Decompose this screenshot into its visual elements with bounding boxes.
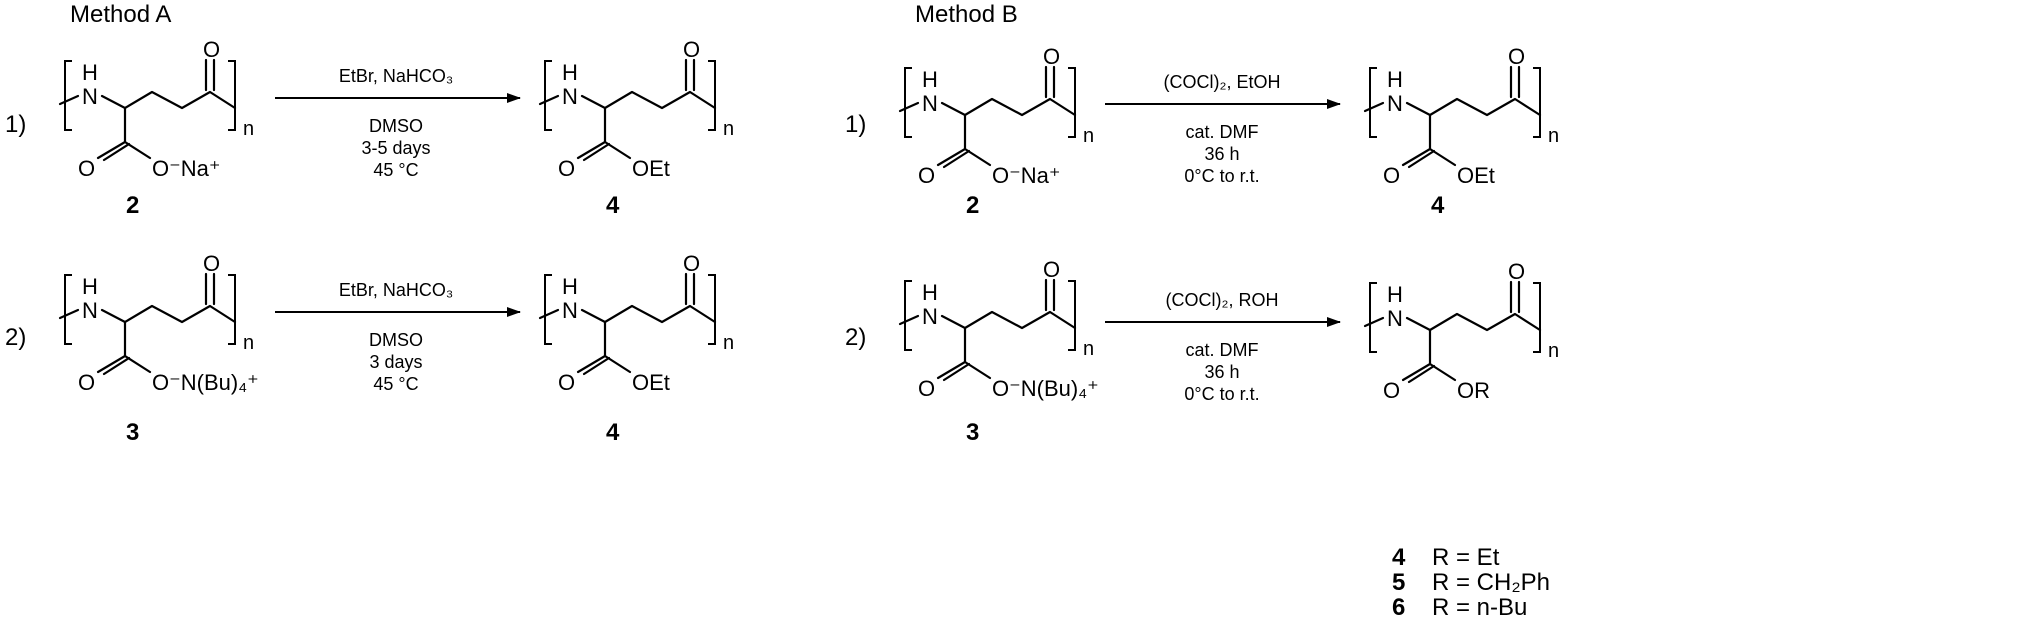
method-b-title: Method B: [915, 1, 1018, 28]
repeat-n-label: n: [1083, 125, 1094, 147]
solvent-a2: DMSO: [369, 330, 423, 350]
time-a2: 3 days: [369, 352, 422, 372]
catalyst-b2: cat. DMF: [1185, 340, 1258, 360]
ester-label: OEt: [632, 370, 670, 395]
compound-label-b1-prod: 4: [1431, 192, 1445, 219]
method-a-title: Method A: [70, 1, 171, 28]
h-label: H: [562, 274, 578, 299]
time-b1: 36 h: [1204, 144, 1239, 164]
repeat-n-label: n: [1548, 125, 1559, 147]
reagents-b2: (COCl)₂, ROH: [1166, 290, 1279, 310]
repeat-n-label: n: [723, 332, 734, 354]
acid-o-label: O: [918, 163, 935, 188]
row-label-b1: 1): [845, 111, 866, 138]
product-num: 6: [1392, 594, 1405, 621]
structure-a2-prod: H N O n O OEt: [538, 251, 734, 395]
carbonyl-o-label: O: [203, 251, 220, 276]
row-label-a2: 2): [5, 324, 26, 351]
salt-label: O⁻N(Bu)₄⁺: [992, 376, 1099, 401]
repeat-n-label: n: [723, 118, 734, 140]
salt-label: O⁻Na⁺: [152, 156, 220, 181]
repeat-n-label: n: [1083, 338, 1094, 360]
n-label: N: [1387, 91, 1403, 116]
structure-b1-sm: H N O n O O⁻Na⁺: [898, 44, 1094, 188]
h-label: H: [82, 60, 98, 85]
reagents-a1: EtBr, NaHCO₃: [339, 66, 453, 86]
acid-o-label: O: [918, 376, 935, 401]
acid-o-label: O: [78, 370, 95, 395]
structure-a2-sm: H N O n O O⁻N(Bu)₄⁺: [58, 251, 259, 395]
carbonyl-o-label: O: [1508, 44, 1525, 69]
acid-o-label: O: [1383, 163, 1400, 188]
time-a1: 3-5 days: [361, 138, 430, 158]
temp-a2: 45 °C: [373, 374, 418, 394]
product-list-b2: 4 R = Et 5 R = CH₂Ph 6 R = n-Bu: [1392, 544, 1550, 621]
structure-b2-prod: H N O n O OR: [1363, 259, 1559, 403]
structure-a1-sm: H N O n O O⁻Na⁺: [58, 37, 254, 181]
compound-label-a1-sm: 2: [126, 192, 139, 219]
carbonyl-o-label: O: [1043, 44, 1060, 69]
product-r: R = n-Bu: [1432, 594, 1527, 621]
ester-label: OR: [1457, 378, 1490, 403]
temp-b2: 0°C to r.t.: [1184, 384, 1259, 404]
product-num: 4: [1392, 544, 1406, 571]
compound-label-b2-sm: 3: [966, 419, 979, 446]
product-r: R = CH₂Ph: [1432, 569, 1550, 596]
acid-o-label: O: [1383, 378, 1400, 403]
ester-label: OEt: [1457, 163, 1495, 188]
structure-b1-prod: H N O n O OEt: [1363, 44, 1559, 188]
compound-label-b1-sm: 2: [966, 192, 979, 219]
catalyst-b1: cat. DMF: [1185, 122, 1258, 142]
reagents-a2: EtBr, NaHCO₃: [339, 280, 453, 300]
compound-label-a1-prod: 4: [606, 192, 620, 219]
temp-b1: 0°C to r.t.: [1184, 166, 1259, 186]
structure-b2-sm: H N O n O O⁻N(Bu)₄⁺: [898, 257, 1099, 401]
temp-a1: 45 °C: [373, 160, 418, 180]
acid-o-label: O: [78, 156, 95, 181]
row-label-a1: 1): [5, 111, 26, 138]
salt-label: O⁻Na⁺: [992, 163, 1060, 188]
h-label: H: [922, 280, 938, 305]
time-b2: 36 h: [1204, 362, 1239, 382]
reagents-b1: (COCl)₂, EtOH: [1164, 72, 1281, 92]
product-num: 5: [1392, 569, 1405, 596]
n-label: N: [922, 91, 938, 116]
h-label: H: [1387, 282, 1403, 307]
acid-o-label: O: [558, 370, 575, 395]
compound-label-a2-prod: 4: [606, 419, 620, 446]
carbonyl-o-label: O: [683, 37, 700, 62]
compound-label-a2-sm: 3: [126, 419, 139, 446]
n-label: N: [562, 84, 578, 109]
repeat-n-label: n: [243, 118, 254, 140]
repeat-n-label: n: [243, 332, 254, 354]
n-label: N: [82, 298, 98, 323]
n-label: N: [1387, 306, 1403, 331]
structure-a1-prod: H N O n O OEt: [538, 37, 734, 181]
h-label: H: [562, 60, 578, 85]
salt-label: O⁻N(Bu)₄⁺: [152, 370, 259, 395]
carbonyl-o-label: O: [1508, 259, 1525, 284]
n-label: N: [82, 84, 98, 109]
row-label-b2: 2): [845, 324, 866, 351]
solvent-a1: DMSO: [369, 116, 423, 136]
product-r: R = Et: [1432, 544, 1500, 571]
n-label: N: [562, 298, 578, 323]
acid-o-label: O: [558, 156, 575, 181]
repeat-n-label: n: [1548, 340, 1559, 362]
ester-label: OEt: [632, 156, 670, 181]
h-label: H: [922, 67, 938, 92]
carbonyl-o-label: O: [1043, 257, 1060, 282]
carbonyl-o-label: O: [683, 251, 700, 276]
h-label: H: [1387, 67, 1403, 92]
carbonyl-o-label: O: [203, 37, 220, 62]
h-label: H: [82, 274, 98, 299]
n-label: N: [922, 304, 938, 329]
